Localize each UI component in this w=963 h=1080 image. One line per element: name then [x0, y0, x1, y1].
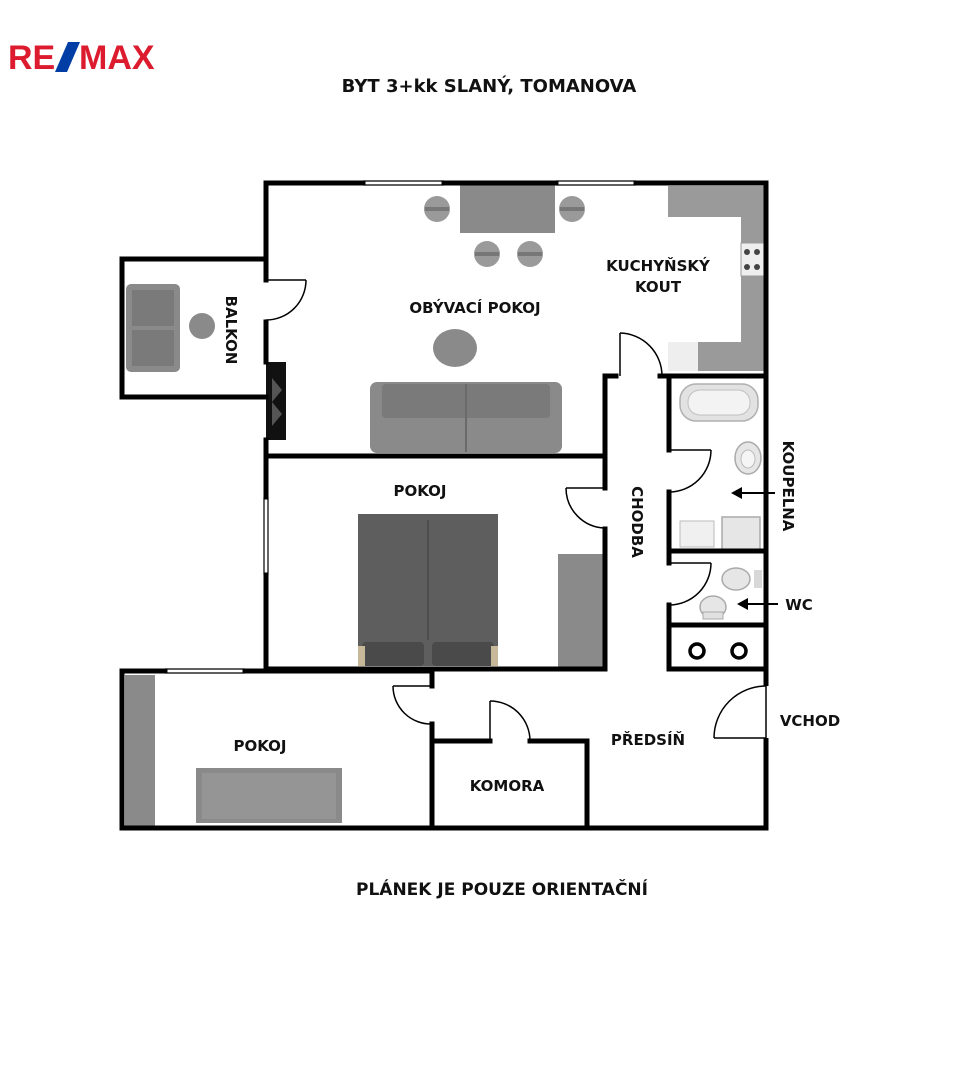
double-bed: [358, 514, 498, 666]
doors: [265, 279, 767, 742]
door: [619, 332, 663, 377]
remax-logo: RE MAX: [8, 39, 155, 77]
fireplace: [266, 362, 286, 440]
stove-burner-icon: [754, 249, 760, 255]
furniture: [125, 185, 765, 826]
wardrobe: [125, 675, 155, 826]
label-komora: KOMORA: [470, 777, 545, 795]
arrows: [731, 487, 778, 610]
room-labels: OBÝVACÍ POKOJ KUCHYŇSKÝ KOUT BALKON POKO…: [222, 256, 840, 795]
stove-burner-icon: [744, 264, 750, 270]
dining-chair: [517, 241, 543, 267]
balcony-sofa: [126, 284, 180, 372]
door: [265, 279, 307, 321]
label-kuchynsky-kout-1: KUCHYŇSKÝ: [606, 256, 711, 275]
sink: [734, 441, 762, 475]
door: [565, 487, 606, 529]
logo-max-text: MAX: [79, 39, 155, 77]
sofa: [370, 382, 562, 453]
dining-chair: [474, 241, 500, 267]
door: [489, 700, 531, 742]
stove: [740, 242, 765, 277]
logo-slash: [55, 42, 80, 72]
arrow-left-icon: [737, 598, 778, 610]
wc-sink: [721, 567, 762, 591]
dining-table: [460, 185, 555, 233]
stove-burner-icon: [754, 264, 760, 270]
coat-hook-icon: [688, 642, 706, 660]
wardrobe: [558, 554, 605, 668]
coffee-table: [433, 329, 477, 367]
washing-machine: [679, 520, 715, 548]
label-pokoj-middle: POKOJ: [393, 482, 446, 500]
label-vchod: VCHOD: [780, 712, 840, 730]
label-pokoj-bottom: POKOJ: [233, 737, 286, 755]
label-kuchynsky-kout-2: KOUT: [635, 278, 682, 296]
door: [392, 685, 433, 725]
label-predsin: PŘEDSÍŇ: [611, 730, 685, 749]
windows: [165, 180, 636, 674]
single-bed: [196, 768, 342, 823]
label-chodba: CHODBA: [628, 486, 646, 558]
shower: [721, 516, 761, 552]
label-balkon: BALKON: [222, 296, 240, 365]
stove-burner-icon: [744, 249, 750, 255]
door: [668, 449, 712, 493]
toilet: [699, 595, 727, 620]
fridge: [668, 342, 698, 371]
balcony-table: [189, 313, 215, 339]
bathtub: [679, 383, 759, 422]
coat-hook-icon: [730, 642, 748, 660]
label-obyvaci-pokoj: OBÝVACÍ POKOJ: [409, 298, 540, 317]
dining-chair: [559, 196, 585, 222]
kitchen-counter: [668, 186, 764, 371]
dining-chair: [424, 196, 450, 222]
label-wc: WC: [785, 596, 813, 614]
logo-re-text: RE: [8, 39, 55, 77]
door: [668, 562, 712, 606]
door: [713, 685, 767, 739]
footer-disclaimer: PLÁNEK JE POUZE ORIENTAČNÍ: [356, 878, 648, 900]
label-koupelna: KOUPELNA: [779, 441, 797, 532]
page-title: BYT 3+kk SLANÝ, TOMANOVA: [342, 75, 637, 97]
arrow-left-icon: [731, 487, 775, 499]
